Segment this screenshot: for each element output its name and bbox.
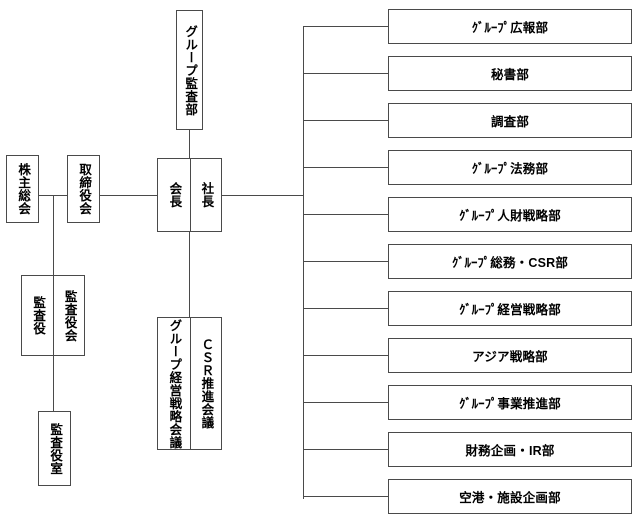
- node-board-of-directors[interactable]: 取締役会: [67, 155, 100, 223]
- branch-line-7: [303, 308, 388, 309]
- node-audit-board-right[interactable]: 監査役会: [53, 276, 84, 355]
- department-trunk-line: [303, 26, 304, 499]
- branch-line-3: [303, 120, 388, 121]
- node-csr-promotion-meeting[interactable]: ＣＳＲ推進会議: [189, 318, 222, 449]
- branch-line-5: [303, 214, 388, 215]
- node-department-6[interactable]: ｸﾞﾙｰﾌﾟ総務・CSR部: [388, 244, 632, 279]
- connector-president-to-meetings: [189, 231, 190, 318]
- node-group-audit-department[interactable]: グループ監査部: [176, 10, 203, 130]
- node-department-7[interactable]: ｸﾞﾙｰﾌﾟ経営戦略部: [388, 291, 632, 326]
- node-meetings-group[interactable]: グループ経営戦略会議 ＣＳＲ推進会議: [157, 317, 222, 450]
- connector-audit-stub: [38, 195, 54, 196]
- branch-line-8: [303, 355, 388, 356]
- node-department-4[interactable]: ｸﾞﾙｰﾌﾟ法務部: [388, 150, 632, 185]
- node-department-1[interactable]: ｸﾞﾙｰﾌﾟ広報部: [388, 9, 632, 44]
- connector-president-to-group-audit: [189, 130, 190, 159]
- branch-line-11: [303, 496, 388, 497]
- branch-line-9: [303, 402, 388, 403]
- branch-line-1: [303, 26, 388, 27]
- branch-line-2: [303, 73, 388, 74]
- node-department-5[interactable]: ｸﾞﾙｰﾌﾟ人財戦略部: [388, 197, 632, 232]
- node-department-2[interactable]: 秘書部: [388, 56, 632, 91]
- branch-line-6: [303, 261, 388, 262]
- node-audit-board-group[interactable]: 監査役 監査役会: [21, 275, 85, 356]
- branch-line-10: [303, 449, 388, 450]
- node-department-8[interactable]: アジア戦略部: [388, 338, 632, 373]
- node-audit-office[interactable]: 監査役室: [38, 411, 71, 486]
- node-shareholders-meeting[interactable]: 株主総会: [6, 155, 39, 223]
- branch-line-4: [303, 167, 388, 168]
- connector-president-to-trunk: [221, 195, 303, 196]
- node-department-11[interactable]: 空港・施設企画部: [388, 479, 632, 514]
- node-president[interactable]: 社長: [189, 159, 222, 231]
- node-department-3[interactable]: 調査部: [388, 103, 632, 138]
- node-audit-board-left[interactable]: 監査役: [31, 296, 46, 335]
- node-chairman[interactable]: 会長: [167, 182, 182, 208]
- node-group-management-strategy-meeting[interactable]: グループ経営戦略会議: [167, 318, 182, 449]
- node-chairman-president-group[interactable]: 会長 社長: [157, 158, 222, 232]
- node-department-10[interactable]: 財務企画・IR部: [388, 432, 632, 467]
- node-department-9[interactable]: ｸﾞﾙｰﾌﾟ事業推進部: [388, 385, 632, 420]
- connector-board-to-chairman: [100, 195, 158, 196]
